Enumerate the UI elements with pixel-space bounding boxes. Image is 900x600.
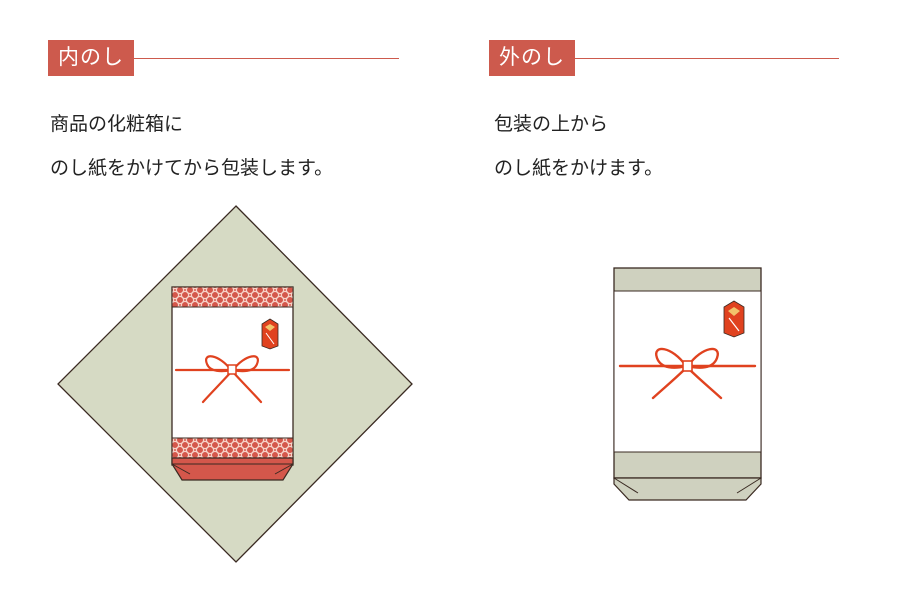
noshi-emblem-icon (723, 300, 745, 338)
soto-noshi-panel: 外のし 包装の上から のし紙をかけます。 (450, 0, 900, 600)
uchi-noshi-heading-label: 内のし (48, 40, 134, 76)
box-pattern-top (171, 286, 294, 308)
soto-noshi-illustration (613, 267, 762, 501)
noshi-emblem-icon (261, 318, 279, 350)
soto-noshi-heading: 外のし (489, 40, 839, 76)
product-box (171, 286, 294, 481)
box-pattern-bottom (171, 437, 294, 459)
box-bottom-fold (613, 477, 762, 501)
uchi-noshi-illustration (57, 205, 413, 563)
soto-noshi-description: 包装の上から のし紙をかけます。 (494, 102, 663, 190)
description-line: のし紙をかけてから包装します。 (50, 157, 334, 179)
description-line: 包装の上から (494, 113, 609, 135)
box-bottom-fold (171, 457, 294, 481)
mizuhiki-bow-icon (618, 347, 757, 400)
uchi-noshi-heading: 内のし (48, 40, 399, 76)
wrapped-box (613, 267, 762, 501)
description-line: 商品の化粧箱に (50, 113, 184, 135)
soto-noshi-heading-label: 外のし (489, 40, 575, 76)
heading-rule (134, 57, 399, 59)
heading-rule (575, 57, 839, 59)
uchi-noshi-description: 商品の化粧箱に のし紙をかけてから包装します。 (50, 102, 333, 190)
mizuhiki-bow-icon (174, 355, 291, 404)
uchi-noshi-panel: 内のし 商品の化粧箱に のし紙をかけてから包装します。 (48, 40, 413, 563)
description-line: のし紙をかけます。 (494, 157, 664, 179)
